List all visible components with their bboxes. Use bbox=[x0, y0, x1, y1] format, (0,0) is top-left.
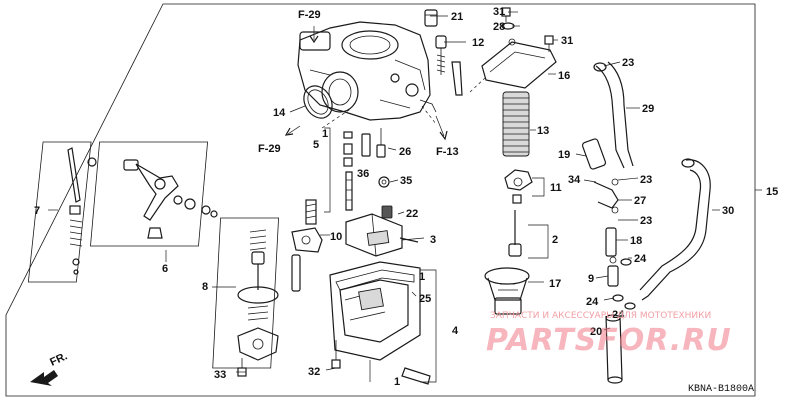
callout-21: 21 bbox=[451, 11, 463, 23]
part-22-float-valve bbox=[381, 205, 393, 219]
callout-31: 31 bbox=[493, 6, 505, 18]
watermark-brand: PARTSFOR.RU bbox=[486, 323, 732, 358]
part-35-bolt bbox=[378, 176, 390, 188]
part-9-joint bbox=[607, 256, 619, 287]
callout-29: 29 bbox=[642, 103, 654, 115]
callout-14: 14 bbox=[273, 107, 286, 119]
callout-11: 11 bbox=[550, 182, 562, 194]
group-8-frame bbox=[212, 217, 279, 369]
part-5-main-jet-group bbox=[343, 131, 353, 211]
part-17-piston bbox=[484, 267, 530, 315]
callout-32: 32 bbox=[308, 366, 320, 378]
part-11-needle-holder bbox=[504, 169, 533, 204]
callout-31: 31 bbox=[561, 35, 573, 47]
part-13-spring bbox=[502, 91, 530, 157]
diagram-frame bbox=[5, 3, 756, 397]
front-arrow-icon bbox=[30, 370, 58, 386]
callout-36: 36 bbox=[357, 168, 369, 180]
callout-18: 18 bbox=[630, 235, 642, 247]
part-4-float-chamber bbox=[329, 261, 421, 361]
callout-1: 1 bbox=[394, 376, 400, 388]
ref-f29-left: F-29 bbox=[258, 143, 281, 155]
part-8-pump bbox=[237, 229, 279, 361]
callout-24: 24 bbox=[586, 296, 599, 308]
callout-26: 26 bbox=[399, 146, 411, 158]
part-2-jet-needle bbox=[508, 210, 522, 257]
callout-23: 23 bbox=[640, 174, 652, 186]
callout-15: 15 bbox=[766, 186, 778, 198]
part-drain-screw bbox=[401, 367, 431, 385]
callout-2: 2 bbox=[552, 234, 558, 246]
callout-28: 28 bbox=[493, 21, 505, 33]
ref-f13: F-13 bbox=[436, 146, 459, 158]
callout-8: 8 bbox=[202, 281, 208, 293]
callout-17: 17 bbox=[549, 278, 561, 290]
callout-20: 20 bbox=[590, 326, 602, 338]
part-32-screw bbox=[331, 340, 341, 369]
callout-24: 24 bbox=[612, 309, 625, 321]
part-33-screw bbox=[237, 358, 247, 377]
part-6-choke-lever bbox=[123, 159, 218, 239]
part-3-pin bbox=[399, 237, 419, 243]
callout-4: 4 bbox=[452, 325, 459, 337]
front-label: FR. bbox=[48, 350, 69, 368]
watermark: ЗАПЧАСТИ И АКСЕССУАРЫ ДЛЯ МОТОТЕХНИКИ PA… bbox=[486, 311, 732, 358]
leader-lines bbox=[48, 11, 762, 383]
callout-10: 10 bbox=[330, 231, 342, 243]
callout-6: 6 bbox=[162, 263, 168, 275]
callout-16: 16 bbox=[558, 70, 570, 82]
part-16-top-cover bbox=[481, 38, 557, 89]
callout-1: 1 bbox=[419, 271, 425, 283]
part-23-clamp-top bbox=[593, 62, 607, 72]
callout-9: 9 bbox=[588, 273, 594, 285]
part-25-gasket bbox=[335, 269, 415, 291]
part-20-hose bbox=[605, 314, 623, 384]
group-7-frame bbox=[27, 141, 92, 283]
callout-7: 7 bbox=[34, 205, 40, 217]
part-29-hose bbox=[595, 61, 634, 169]
callout-labels: 1 1 1 2 3 4 5 6 7 8 9 10 11 12 13 14 15 … bbox=[34, 6, 778, 388]
callout-23: 23 bbox=[622, 57, 634, 69]
callout-5: 5 bbox=[313, 139, 319, 151]
callout-35: 35 bbox=[400, 175, 412, 187]
part-21-cap bbox=[424, 9, 438, 27]
callout-1: 1 bbox=[322, 128, 328, 140]
reference-labels: F-29 F-29 F-13 FR. bbox=[48, 9, 458, 369]
part-26-screw bbox=[376, 128, 386, 158]
callout-19: 19 bbox=[558, 149, 570, 161]
part-12-screw bbox=[435, 35, 463, 96]
ref-arrows bbox=[284, 26, 448, 141]
part-36-jet bbox=[361, 133, 371, 157]
callout-12: 12 bbox=[472, 37, 484, 49]
diagram-code: KBNA-B1800A bbox=[688, 384, 754, 395]
callout-23: 23 bbox=[640, 215, 652, 227]
part-10-float bbox=[345, 213, 403, 257]
part-14-o-ring bbox=[303, 85, 333, 119]
part-18-tube bbox=[605, 227, 617, 257]
callout-25: 25 bbox=[419, 293, 431, 305]
callout-13: 13 bbox=[537, 125, 549, 137]
part-pilot-assembly bbox=[291, 199, 323, 292]
carburetor-body bbox=[297, 21, 437, 121]
part-27-elbow bbox=[593, 178, 619, 214]
group-6-frame bbox=[90, 141, 209, 247]
watermark-tagline: ЗАПЧАСТИ И АКСЕССУАРЫ ДЛЯ МОТОТЕХНИКИ bbox=[490, 311, 711, 321]
callout-33: 33 bbox=[214, 369, 226, 381]
callout-34: 34 bbox=[568, 174, 581, 186]
part-19-fitting bbox=[581, 138, 607, 170]
callout-30: 30 bbox=[722, 205, 734, 217]
part-7-choke-parts bbox=[67, 147, 97, 275]
callout-27: 27 bbox=[634, 195, 646, 207]
ref-f29-top: F-29 bbox=[298, 9, 321, 21]
callout-24: 24 bbox=[634, 253, 647, 265]
part-30-hose bbox=[639, 158, 711, 301]
callout-22: 22 bbox=[406, 208, 418, 220]
callout-3: 3 bbox=[430, 234, 436, 246]
